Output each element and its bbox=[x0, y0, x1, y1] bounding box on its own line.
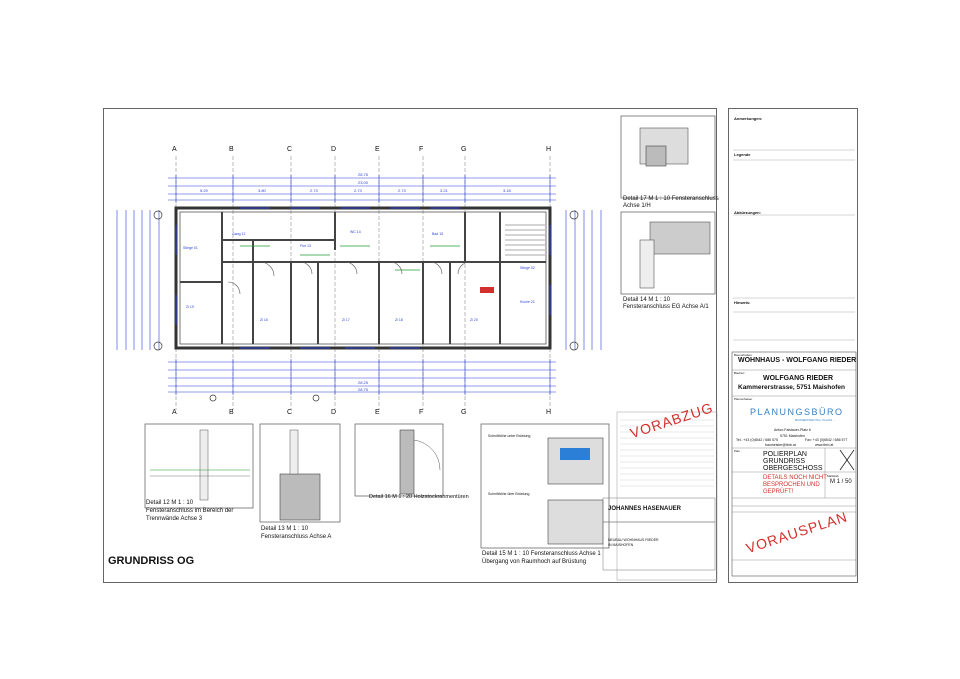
room-label: Bad 15 bbox=[432, 232, 444, 236]
small-project-line1: NEUBAU WOHNHAUS RIEDER bbox=[608, 538, 659, 542]
detail-16-caption: Detail 16 M 1 : 20 Holzstockrahmentüren bbox=[369, 494, 469, 500]
sheet-frame bbox=[103, 108, 717, 583]
dimension-segment-3: 2.73 bbox=[310, 188, 318, 193]
dimension-bottom-total: 28.75 bbox=[358, 387, 369, 392]
label-bauherr: Bauherr bbox=[734, 371, 745, 375]
office-tel: Tel.: +43 (0)6542 / 686 575 bbox=[736, 438, 778, 442]
detail-15-caption: Detail 15 M 1 : 10 Fensteranschluss Achs… bbox=[482, 551, 601, 557]
axis-label-bottom-c: C bbox=[287, 409, 293, 416]
axis-label-top-a: A bbox=[172, 146, 177, 153]
dimension-segment-7: 3.18 bbox=[503, 188, 511, 193]
office-logo-text: PLANUNGSBÜRO bbox=[750, 407, 844, 417]
warning-line-2: BESPROCHEN UND bbox=[763, 482, 820, 488]
detail-17-caption: Detail 17 M 1 : 10 Fensteranschluss bbox=[623, 196, 719, 202]
office-mail: baumeister@tbrb.at bbox=[765, 443, 796, 447]
label-bauvorhaben: Bauvorhaben bbox=[734, 353, 752, 357]
abbreviations-heading: Abkürzungen: bbox=[734, 210, 761, 215]
axis-label-bottom-e: E bbox=[375, 409, 380, 416]
axis-label-bottom-b: B bbox=[229, 409, 234, 416]
axis-label-top-g: G bbox=[461, 146, 467, 153]
dimension-segment-5: 2.73 bbox=[398, 188, 406, 193]
room-label: Küche 21 bbox=[520, 300, 535, 304]
scale-value: M 1 / 50 bbox=[830, 479, 852, 485]
dimension-segment-6: 3.21 bbox=[440, 188, 448, 193]
detail-15-label-top: Schnitthöhe unter Brüstung bbox=[488, 434, 531, 438]
axis-label-bottom-h: H bbox=[546, 409, 552, 416]
axis-label-bottom-f: F bbox=[419, 409, 424, 416]
small-project-line2: IN MAISHOFEN bbox=[608, 543, 634, 547]
project-name: WOHNHAUS - WOLFGANG RIEDER bbox=[738, 357, 857, 364]
room-label: WC 14 bbox=[350, 230, 361, 234]
small-company-name: JOHANNES HASENAUER bbox=[608, 506, 682, 512]
label-planverfasser: Planverfasser bbox=[734, 397, 753, 401]
label-plan: Plan bbox=[734, 449, 741, 453]
room-label: Stiege 01 bbox=[183, 246, 198, 250]
notes-heading: Anmerkungen: bbox=[734, 116, 763, 121]
plan-title-2: GRUNDRISS bbox=[763, 458, 806, 465]
office-fax: Fax: +43 (0)6542 / 686 577 bbox=[805, 438, 848, 442]
detail-15-label-mid: Schnitthöhe über Brüstung bbox=[488, 492, 530, 496]
detail-13-caption: Detail 13 M 1 : 10 bbox=[261, 526, 309, 532]
label-massstab: Maßstab bbox=[827, 474, 839, 478]
detail-13-caption-2: Fensteranschluss Achse A bbox=[261, 534, 332, 540]
room-label: Flur 13 bbox=[300, 244, 311, 248]
client-name: WOLFGANG RIEDER bbox=[763, 375, 833, 382]
office-sub: BAUMEISTER ING. KLAUS ... bbox=[795, 418, 836, 422]
axis-label-bottom-d: D bbox=[331, 409, 337, 416]
room-label: Gang 12 bbox=[232, 232, 246, 236]
office-web: www.tbrb.at bbox=[815, 443, 834, 447]
detail-12-caption-3: Trennwände Achse 3 bbox=[146, 516, 203, 522]
room-label: Zi 20 bbox=[470, 318, 478, 322]
sheet-title: GRUNDRISS OG bbox=[108, 555, 195, 567]
hinweis-heading: Hinweis: bbox=[734, 300, 751, 305]
room-label: Zi 19 bbox=[186, 305, 194, 309]
axis-label-top-f: F bbox=[419, 146, 424, 153]
legend-heading: Legende bbox=[734, 152, 751, 157]
room-label: Zi 18 bbox=[395, 318, 403, 322]
detail-15-caption-2: Übergang von Raumhoch auf Brüstung bbox=[482, 559, 587, 565]
room-label: Stiege 02 bbox=[520, 266, 535, 270]
office-address-1: Anton-Faistauer-Platz 6 bbox=[774, 428, 811, 432]
detail-17-caption-2: Achse 1/H bbox=[623, 203, 651, 209]
office-address-2: 5751 Maishofen bbox=[780, 434, 805, 438]
warning-line-3: GEPRÜFT! bbox=[763, 489, 794, 495]
plan-title-3: OBERGESCHOSS bbox=[763, 465, 823, 472]
axis-label-top-e: E bbox=[375, 146, 380, 153]
dimension-segment-2: 3.80 bbox=[258, 188, 266, 193]
axis-label-top-d: D bbox=[331, 146, 337, 153]
axis-label-top-h: H bbox=[546, 146, 552, 153]
warning-line-1: DETAILS NOCH NICHT bbox=[763, 475, 827, 481]
axis-label-top-b: B bbox=[229, 146, 234, 153]
room-label: Zi 17 bbox=[342, 318, 350, 322]
axis-label-bottom-a: A bbox=[172, 409, 177, 416]
detail-12-caption-2: Fensteranschluss im Bereich der bbox=[146, 508, 234, 514]
axis-label-bottom-g: G bbox=[461, 409, 467, 416]
detail-12-caption: Detail 12 M 1 : 10 bbox=[146, 500, 194, 506]
axis-label-top-c: C bbox=[287, 146, 293, 153]
dimension-segment-4: 2.73 bbox=[354, 188, 362, 193]
dimension-top-inner: 23.00 bbox=[358, 180, 369, 185]
detail-14-caption-2: Fensteranschluss EG Achse A/1 bbox=[623, 304, 709, 310]
dimension-top-total: 28.75 bbox=[358, 172, 369, 177]
room-label: Zi 16 bbox=[260, 318, 268, 322]
right-panel-frame bbox=[728, 108, 858, 583]
dimension-bottom-inner: 28.25 bbox=[358, 380, 369, 385]
plan-title-1: POLIERPLAN bbox=[763, 451, 807, 458]
detail-14-caption: Detail 14 M 1 : 10 bbox=[623, 297, 671, 303]
dimension-segment-1: 5.29 bbox=[200, 188, 208, 193]
client-address: Kammererstrasse, 5751 Maishofen bbox=[738, 384, 845, 391]
